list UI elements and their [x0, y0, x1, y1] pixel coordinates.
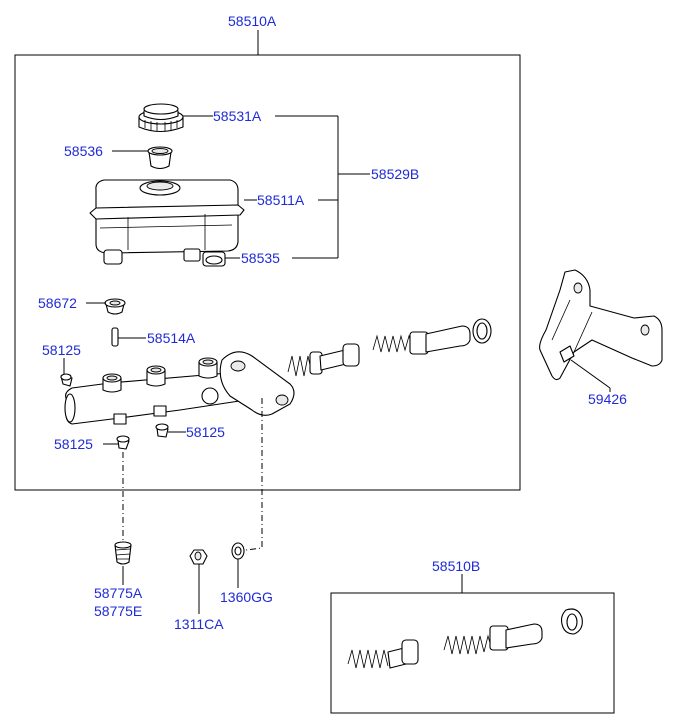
retainer-ring-part — [472, 318, 492, 344]
piston-kit-ring-part — [560, 608, 583, 635]
nut-part — [189, 549, 208, 565]
piston-kit-secondary-part — [347, 639, 419, 669]
plug-left-part — [60, 373, 73, 387]
label-58125-left: 58125 — [42, 342, 81, 358]
bracket-part — [539, 269, 663, 381]
label-58529B: 58529B — [371, 166, 419, 182]
reservoir-cap-part — [138, 103, 184, 133]
strainer-part — [147, 146, 173, 170]
reservoir-part — [89, 179, 245, 267]
main-assembly-frame — [14, 54, 521, 491]
label-1311CA: 1311CA — [174, 616, 224, 632]
piston-kit-frame — [330, 592, 615, 714]
label-58125-bottom-left: 58125 — [54, 436, 93, 452]
label-1360GG: 1360GG — [220, 589, 273, 605]
label-58531A: 58531A — [213, 108, 262, 124]
label-59426: 59426 — [588, 391, 627, 407]
pin-part — [111, 327, 119, 347]
grommet-part — [104, 298, 126, 315]
label-58672: 58672 — [38, 295, 77, 311]
label-58775E: 58775E — [94, 603, 142, 619]
washer-part — [231, 542, 245, 560]
piston-kit-primary-part — [443, 623, 543, 655]
label-58511A: 58511A — [257, 192, 305, 208]
fitting-part — [114, 541, 132, 565]
master-cylinder-body-part — [64, 351, 295, 425]
label-58514A: 58514A — [147, 330, 196, 346]
label-58775A: 58775A — [94, 585, 143, 601]
plug-bottom-left-part — [116, 435, 130, 450]
plug-bottom-right-part — [155, 423, 169, 438]
primary-piston-part — [287, 325, 471, 377]
label-58535: 58535 — [241, 250, 280, 266]
label-58510B: 58510B — [432, 558, 480, 574]
label-58536: 58536 — [64, 143, 103, 159]
label-58510A: 58510A — [228, 13, 277, 29]
label-58125-bottom-right: 58125 — [186, 424, 225, 440]
